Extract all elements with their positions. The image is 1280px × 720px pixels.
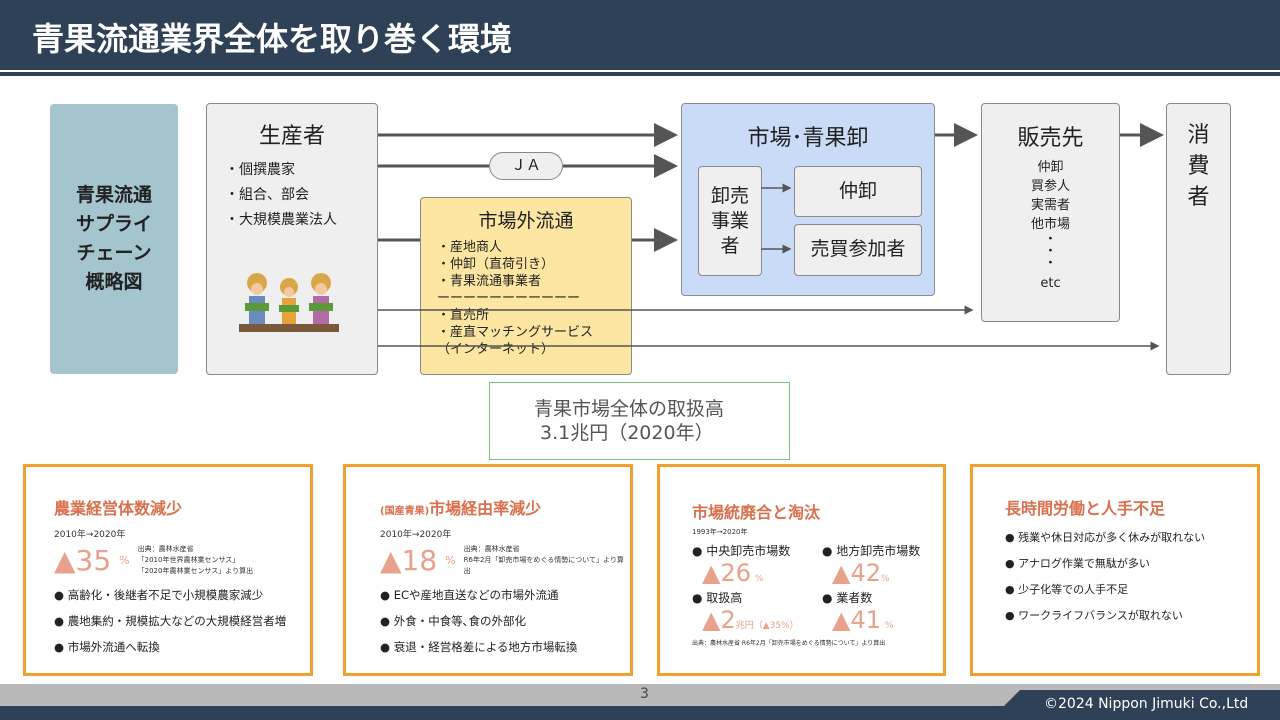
ja-pill: ＪＡ bbox=[489, 152, 563, 180]
producer-item: ・大規模農業法人 bbox=[225, 212, 337, 228]
card-bullet: ● ワークライフバランスが取れない bbox=[1005, 609, 1183, 622]
stat-item: ● 業者数▲41 % bbox=[822, 591, 894, 634]
producer-item: ・組合、部会 bbox=[225, 187, 309, 203]
sales-item: 仲卸 bbox=[1037, 160, 1064, 175]
market-box: 市場･青果卸 卸売 事業 者 仲卸 売買参加者 bbox=[681, 103, 935, 296]
stat-unit: % bbox=[445, 554, 456, 567]
sales-item: 買参人 bbox=[1030, 179, 1070, 194]
page-title: 青果流通業界全体を取り巻く環境 bbox=[32, 20, 513, 58]
card-bullet: ● 残業や休日対応が多く休みが取れない bbox=[1005, 531, 1206, 544]
consumer-box: 消 費 者 bbox=[1166, 103, 1231, 375]
market-title: 市場･青果卸 bbox=[747, 126, 869, 151]
sales-item: ・ bbox=[1043, 232, 1057, 247]
intermediate-label: 仲卸 bbox=[838, 180, 877, 202]
volume-label: 青果市場全体の取扱高 bbox=[534, 398, 725, 420]
offmarket-item: ・産地商人 bbox=[437, 240, 503, 255]
card-period: 1993年→2020年 bbox=[692, 528, 748, 536]
card-bullet: ● ECや産地直送などの市場外流通 bbox=[380, 588, 559, 602]
card-market-consolidation: 市場統廃合と淘汰 1993年→2020年 ● 中央卸売市場数▲26 % ● 地方… bbox=[657, 464, 946, 676]
card-labor-shortage: 長時間労働と人手不足 ● 残業や休日対応が多く休みが取れない ● アナログ作業で… bbox=[970, 464, 1260, 676]
card-title: (国産青果)市場経由率減少 bbox=[380, 499, 542, 518]
ja-label: ＪＡ bbox=[510, 156, 541, 174]
card-bullet: ● 高齢化・後継者不足で小規模農家減少 bbox=[54, 588, 264, 602]
wholesaler-box: 卸売 事業 者 bbox=[698, 166, 762, 276]
sales-box: 販売先 仲卸 買参人 実需者 他市場 ・ ・ ・ etc bbox=[981, 103, 1120, 322]
copyright: ©2024 Nippon Jimuki Co.,Ltd bbox=[1044, 696, 1249, 712]
sales-item: ・ bbox=[1043, 244, 1057, 259]
page-number: 3 bbox=[640, 686, 649, 702]
side-label-text: 青果流通 サプライ チェーン 概略図 bbox=[75, 184, 152, 293]
card-bullet: ● アナログ作業で無駄が多い bbox=[1005, 557, 1150, 570]
producer-title: 生産者 bbox=[258, 124, 325, 149]
producer-item: ・個撰農家 bbox=[225, 162, 295, 178]
offmarket-item: ・産直マッチングサービス bbox=[437, 325, 594, 340]
header-bar: 青果流通業界全体を取り巻く環境 bbox=[0, 0, 1280, 70]
wholesaler-label: 卸売 事業 者 bbox=[710, 184, 749, 257]
card-bullet: ● 少子化等での人手不足 bbox=[1005, 583, 1129, 596]
card-bullet: ● 衰退・経営格差による地方市場転換 bbox=[380, 640, 578, 654]
volume-value: 3.1兆円（2020年） bbox=[540, 422, 714, 444]
offmarket-title: 市場外流通 bbox=[478, 210, 574, 232]
card-farm-decline: 農業経営体数減少 2010年→2020年 ▲35% 出典：農林水産省「2010年… bbox=[23, 464, 313, 676]
card-title: 農業経営体数減少 bbox=[54, 499, 183, 518]
card-bullet: ● 市場外流通へ転換 bbox=[54, 640, 160, 654]
flow-arrows bbox=[378, 123, 1164, 351]
card-source: 出典：農林水産省 R6年2月「卸売市場をめぐる情勢について」より算出 bbox=[692, 640, 886, 647]
sales-item: etc bbox=[1040, 276, 1061, 291]
producer-box: 生産者 ・個撰農家 ・組合、部会 ・大規模農業法人 bbox=[206, 103, 378, 375]
card-source: 出典：農林水産省「2010年世界農林業センサス」「2020年農林業センサス」より… bbox=[137, 545, 254, 575]
consumer-label: 消 費 者 bbox=[1187, 123, 1210, 210]
intermediate-box: 仲卸 bbox=[794, 166, 922, 217]
stat-item: ● 中央卸売市場数▲26 % bbox=[692, 544, 791, 587]
card-bullet: ● 外食・中食等､食の外部化 bbox=[380, 614, 526, 628]
participants-label: 売買参加者 bbox=[810, 238, 906, 260]
footer-copyright-bg bbox=[990, 690, 1280, 720]
offmarket-list: ・産地商人 ・仲卸（直荷引き） ・青果流通事業者 ーーーーーーーーーーー ・直売… bbox=[437, 239, 631, 358]
participants-box: 売買参加者 bbox=[794, 224, 922, 276]
stat-unit: % bbox=[119, 554, 130, 567]
card-period: 2010年→2020年 bbox=[54, 530, 126, 540]
sales-list: 仲卸 買参人 実需者 他市場 ・ ・ ・ etc bbox=[982, 158, 1119, 293]
sales-item: 実需者 bbox=[1030, 198, 1070, 213]
offmarket-item: ・仲卸（直荷引き） bbox=[437, 257, 555, 272]
producer-list: ・個撰農家 ・組合、部会 ・大規模農業法人 bbox=[225, 158, 377, 233]
card-title: 市場統廃合と淘汰 bbox=[692, 503, 821, 522]
sales-item: ・ bbox=[1043, 256, 1057, 271]
stat-item: ● 取扱高▲2兆円（▲35%） bbox=[692, 591, 799, 634]
sales-title: 販売先 bbox=[1017, 126, 1084, 151]
stat-value: ▲18 bbox=[380, 544, 438, 577]
stat-item: ● 地方卸売市場数▲42% bbox=[822, 544, 921, 587]
card-title: 長時間労働と人手不足 bbox=[1005, 499, 1166, 518]
offmarket-item: ・直売所 bbox=[437, 308, 490, 323]
footer-dark bbox=[0, 706, 1280, 720]
side-label: 青果流通 サプライ チェーン 概略図 bbox=[50, 104, 178, 374]
offmarket-item: ・青果流通事業者 bbox=[437, 274, 542, 289]
stat-value: ▲35 bbox=[54, 544, 112, 577]
card-bullet: ● 農地集約・規模拡大などの大規模経営者増 bbox=[54, 614, 287, 628]
farmers-illustration bbox=[239, 269, 339, 334]
sales-item: 他市場 bbox=[1030, 217, 1070, 232]
offmarket-divider: ーーーーーーーーーーー bbox=[437, 291, 581, 306]
volume-box: 青果市場全体の取扱高 3.1兆円（2020年） bbox=[489, 382, 790, 460]
card-period: 2010年→2020年 bbox=[380, 530, 452, 540]
header-divider bbox=[0, 72, 1280, 76]
stats-grid: ● 中央卸売市場数▲26 % ● 地方卸売市場数▲42% ● 取扱高▲2兆円（▲… bbox=[692, 542, 943, 634]
